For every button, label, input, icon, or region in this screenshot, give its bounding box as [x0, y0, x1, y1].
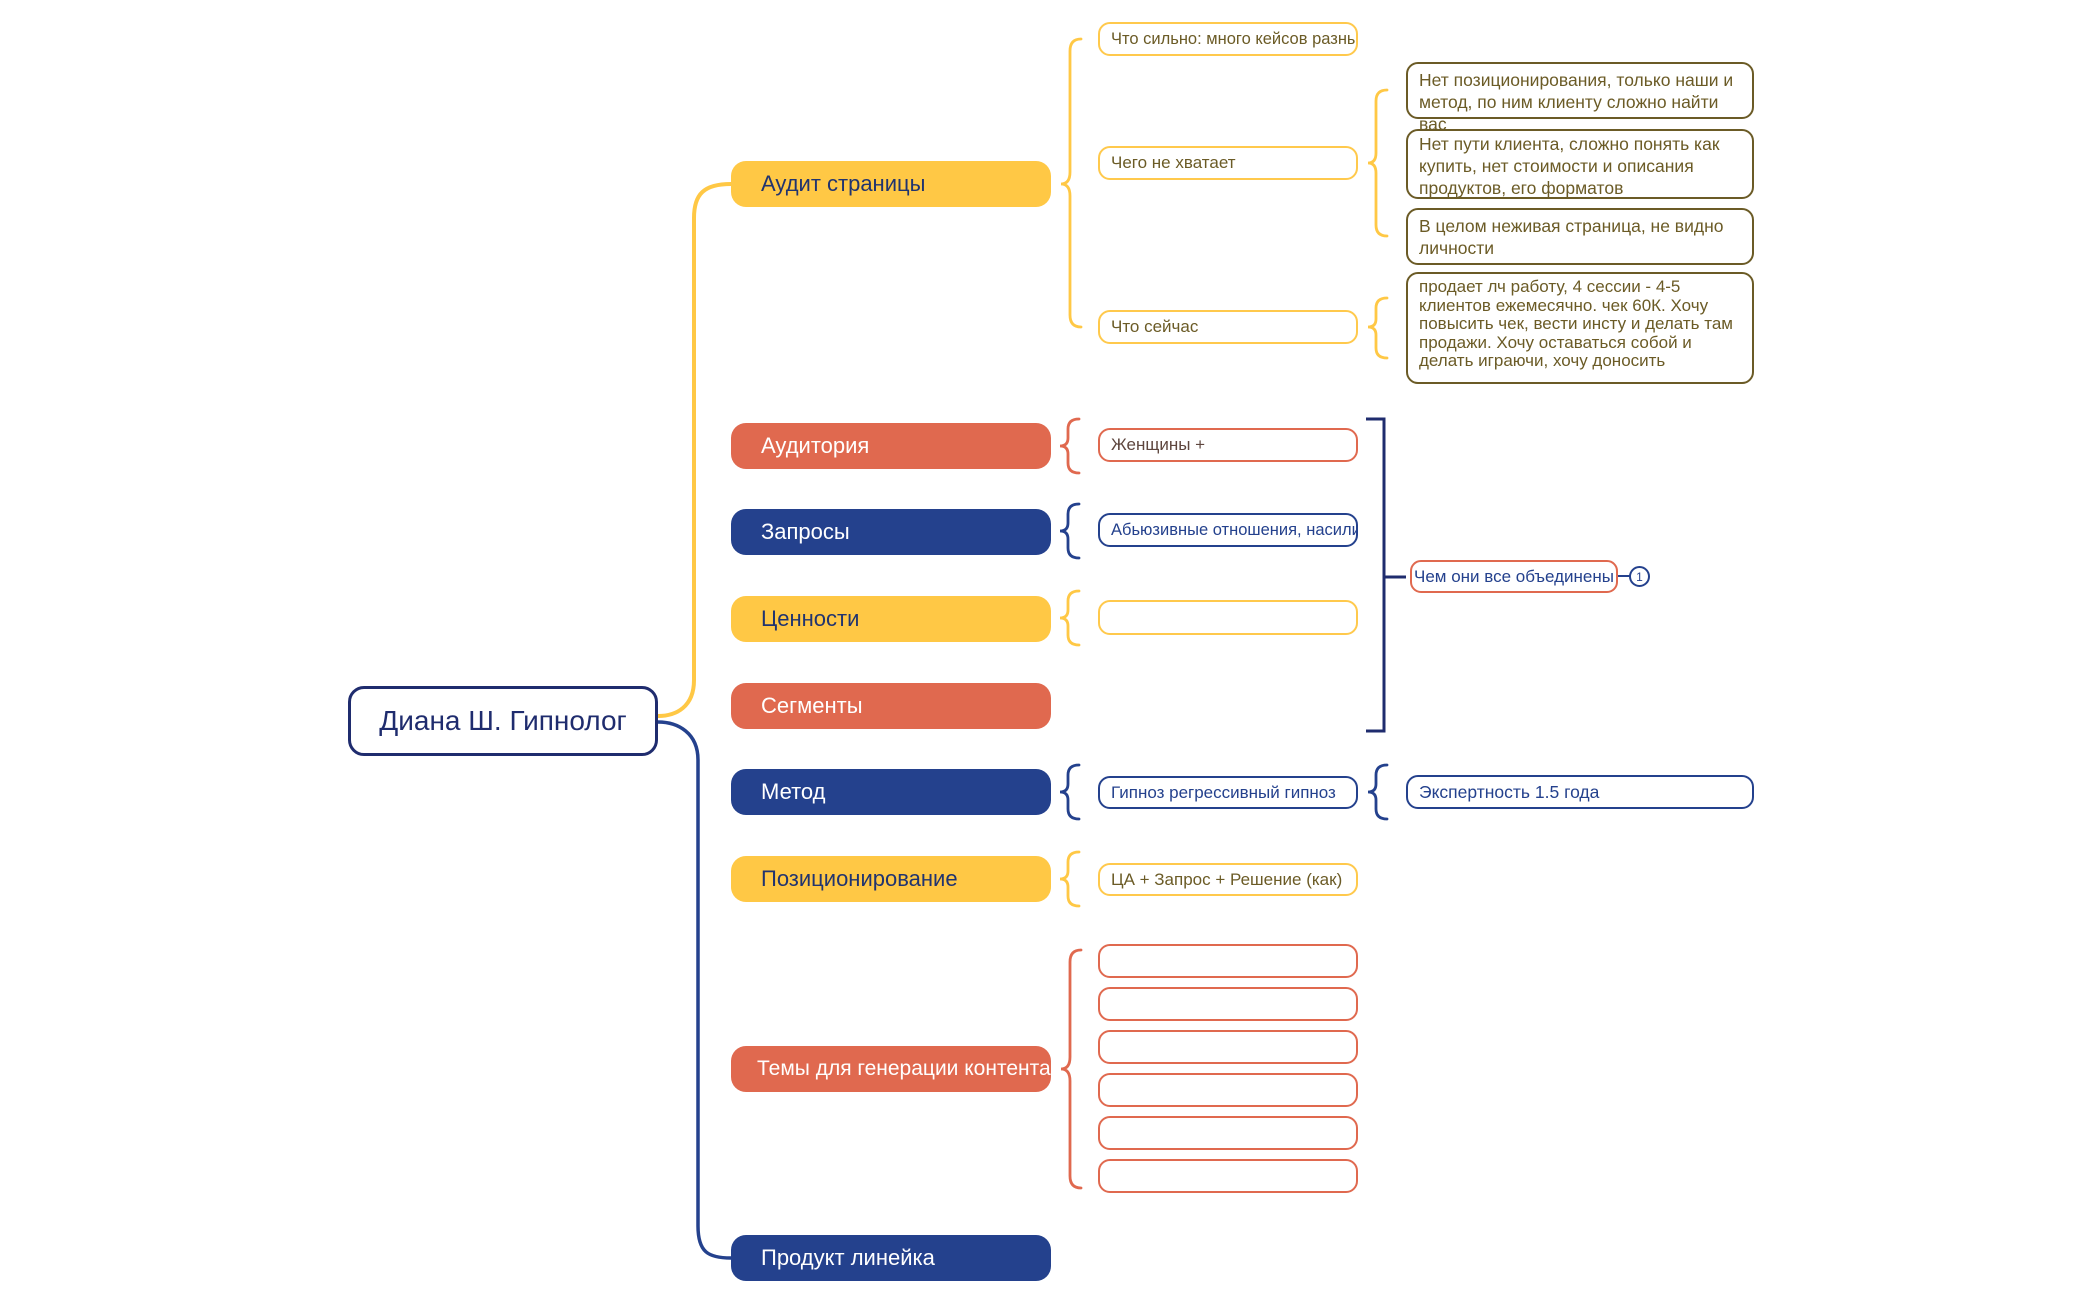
branch-method[interactable]: Метод: [731, 769, 1051, 815]
node-method-hypnosis[interactable]: Гипноз регрессивный гипноз: [1098, 776, 1358, 809]
note-method-expertise[interactable]: Экспертность 1.5 года: [1406, 775, 1754, 809]
node-group-note[interactable]: Чем они все объединены: [1410, 560, 1618, 593]
method-child-brace: [1059, 763, 1081, 821]
node-requests-abuse[interactable]: Абьюзивные отношения, насилие: [1098, 513, 1358, 547]
branch-values[interactable]: Ценности: [731, 596, 1051, 642]
note-lifeless-page[interactable]: В целом неживая страница, не видно лично…: [1406, 208, 1754, 265]
topic-placeholder-5[interactable]: [1098, 1116, 1358, 1150]
group-note-badge[interactable]: 1: [1629, 566, 1650, 587]
missing-children-brace: [1367, 88, 1389, 238]
positioning-child-brace: [1059, 850, 1081, 908]
root-audit-connector: [656, 182, 733, 718]
root-products-connector: [656, 720, 733, 1260]
method-note-brace: [1367, 763, 1389, 821]
branch-products[interactable]: Продукт линейка: [731, 1235, 1051, 1281]
branch-positioning[interactable]: Позиционирование: [731, 856, 1051, 902]
branch-topics[interactable]: Темы для генерации контента: [731, 1046, 1051, 1092]
node-audit-missing[interactable]: Чего не хватает: [1098, 146, 1358, 180]
now-child-brace: [1367, 296, 1389, 360]
root-node[interactable]: Диана Ш. Гипнолог: [348, 686, 658, 756]
node-audience-women[interactable]: Женщины +: [1098, 428, 1358, 462]
note-no-positioning[interactable]: Нет позиционирования, только наши и мето…: [1406, 62, 1754, 134]
node-positioning-formula[interactable]: ЦА + Запрос + Решение (как): [1098, 863, 1358, 896]
node-values-empty[interactable]: [1098, 600, 1358, 635]
topic-placeholder-4[interactable]: [1098, 1073, 1358, 1107]
branch-audience[interactable]: Аудитория: [731, 423, 1051, 469]
topic-placeholder-2[interactable]: [1098, 987, 1358, 1021]
summary-bracket: [1366, 417, 1386, 733]
topic-placeholder-6[interactable]: [1098, 1159, 1358, 1193]
topics-children-brace: [1060, 948, 1083, 1190]
branch-audit[interactable]: Аудит страницы: [731, 161, 1051, 207]
branch-segments[interactable]: Сегменты: [731, 683, 1051, 729]
topic-placeholder-1[interactable]: [1098, 944, 1358, 978]
audience-child-brace: [1059, 417, 1081, 475]
audit-children-brace: [1060, 37, 1083, 329]
requests-child-brace: [1059, 502, 1081, 560]
branch-requests[interactable]: Запросы: [731, 509, 1051, 555]
values-child-brace: [1059, 589, 1081, 647]
note-no-client-path[interactable]: Нет пути клиента, сложно понять как купи…: [1406, 129, 1754, 199]
node-audit-strong[interactable]: Что сильно: много кейсов разных: [1098, 22, 1358, 56]
node-audit-now[interactable]: Что сейчас: [1098, 310, 1358, 344]
note-current-state[interactable]: продает лч работу, 4 сессии - 4-5 клиент…: [1406, 272, 1754, 384]
topic-placeholder-3[interactable]: [1098, 1030, 1358, 1064]
